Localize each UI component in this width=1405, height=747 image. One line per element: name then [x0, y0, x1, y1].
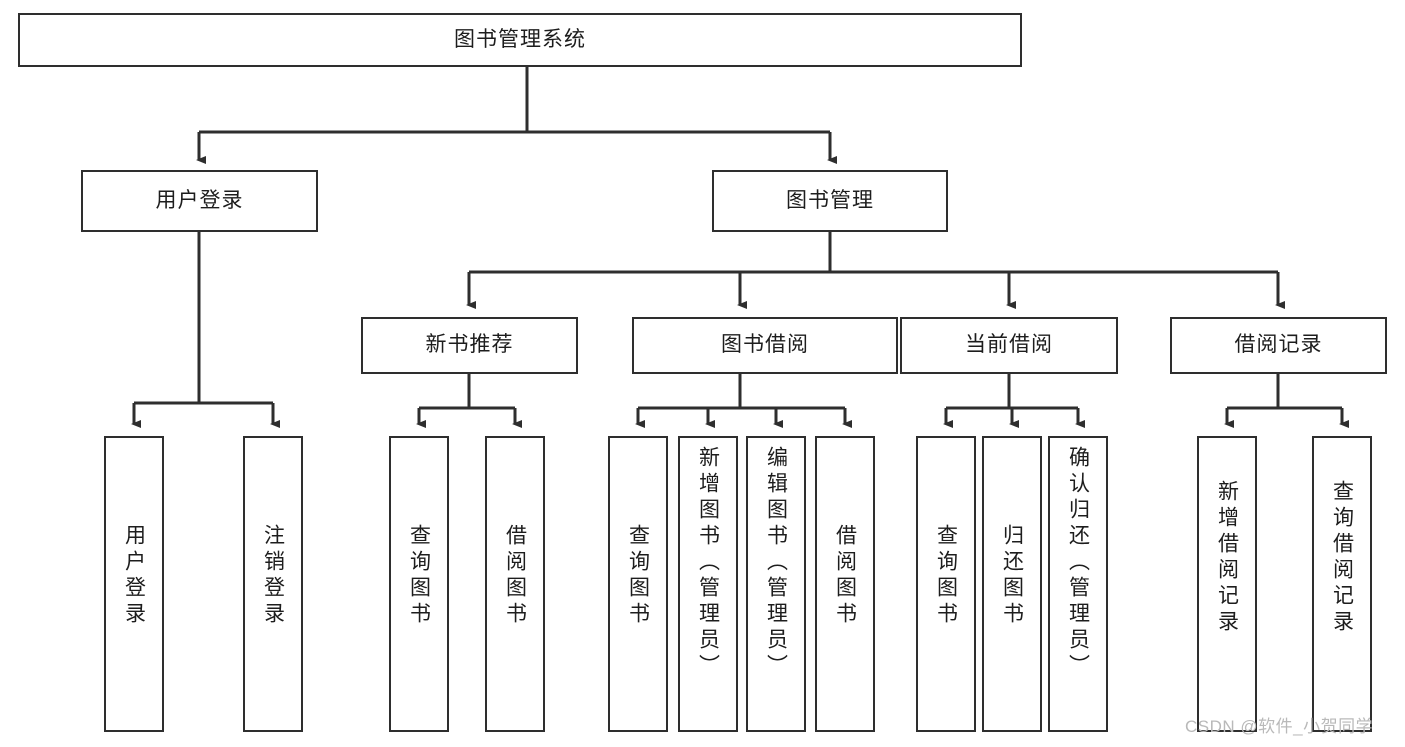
node-leaves-5[interactable]: 新增图书（管理员） — [678, 436, 738, 732]
node-root[interactable]: 图书管理系统 — [18, 13, 1022, 67]
node-level3-1-label: 图书借阅 — [721, 333, 809, 357]
node-leaves-10-label: 确认归还（管理员） — [1066, 446, 1090, 680]
node-leaves-12[interactable]: 查询借阅记录 — [1312, 436, 1372, 732]
node-level2-0-label: 用户登录 — [155, 188, 244, 212]
node-level3-2-label: 当前借阅 — [965, 333, 1053, 357]
node-leaves-5-label: 新增图书（管理员） — [696, 446, 720, 680]
node-level3-0-label: 新书推荐 — [425, 333, 514, 357]
node-root-label: 图书管理系统 — [454, 27, 586, 51]
node-level2-1-label: 图书管理 — [786, 188, 874, 212]
node-leaves-6-label: 编辑图书（管理员） — [764, 446, 788, 680]
node-leaves-1[interactable]: 注销登录 — [243, 436, 303, 732]
node-level2-0[interactable]: 用户登录 — [81, 170, 318, 232]
watermark-text: CSDN @软件_小贺同学 — [1185, 717, 1374, 736]
node-level3-2[interactable]: 当前借阅 — [900, 317, 1118, 374]
node-level3-3[interactable]: 借阅记录 — [1170, 317, 1387, 374]
node-leaves-4[interactable]: 查询图书 — [608, 436, 668, 732]
node-leaves-11[interactable]: 新增借阅记录 — [1197, 436, 1257, 732]
node-leaves-7-label: 借阅图书 — [833, 524, 857, 628]
node-leaves-6[interactable]: 编辑图书（管理员） — [746, 436, 806, 732]
node-level3-0[interactable]: 新书推荐 — [361, 317, 578, 374]
node-leaves-10[interactable]: 确认归还（管理员） — [1048, 436, 1108, 732]
node-leaves-2[interactable]: 查询图书 — [389, 436, 449, 732]
node-leaves-11-label: 新增借阅记录 — [1215, 480, 1239, 636]
node-leaves-8-label: 查询图书 — [934, 524, 958, 628]
node-level3-3-label: 借阅记录 — [1234, 333, 1323, 357]
node-leaves-9-label: 归还图书 — [1000, 524, 1024, 628]
node-leaves-12-label: 查询借阅记录 — [1330, 480, 1354, 636]
node-leaves-8[interactable]: 查询图书 — [916, 436, 976, 732]
node-level2-1[interactable]: 图书管理 — [712, 170, 948, 232]
node-leaves-1-label: 注销登录 — [261, 524, 285, 628]
node-leaves-2-label: 查询图书 — [407, 524, 431, 628]
node-leaves-0[interactable]: 用户登录 — [104, 436, 164, 732]
node-leaves-4-label: 查询图书 — [626, 524, 650, 628]
node-leaves-0-label: 用户登录 — [122, 524, 146, 628]
node-leaves-7[interactable]: 借阅图书 — [815, 436, 875, 732]
node-leaves-3[interactable]: 借阅图书 — [485, 436, 545, 732]
node-leaves-9[interactable]: 归还图书 — [982, 436, 1042, 732]
node-leaves-3-label: 借阅图书 — [503, 524, 527, 628]
node-level3-1[interactable]: 图书借阅 — [632, 317, 898, 374]
